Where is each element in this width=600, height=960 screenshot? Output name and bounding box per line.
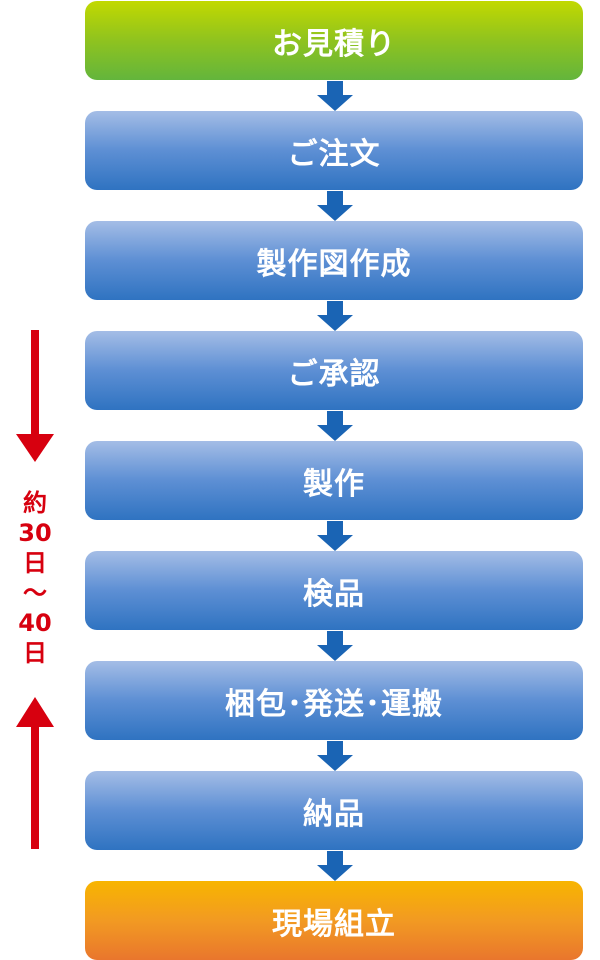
arrow-down-icon [317, 521, 353, 551]
step-production: 製作 [85, 441, 583, 520]
arrow-down-icon [317, 81, 353, 111]
arrow-up-icon [16, 697, 54, 849]
arrow-down-icon [317, 411, 353, 441]
arrow-down-icon [317, 631, 353, 661]
duration-line: 日 [23, 639, 47, 667]
step-approval: ご承認 [85, 331, 583, 410]
step-order: ご注文 [85, 111, 583, 190]
arrow-down-icon [317, 851, 353, 881]
duration-line: 日 [23, 549, 47, 577]
duration-line: 約 [23, 489, 47, 517]
step-estimate: お見積り [85, 1, 583, 80]
duration-line: 〜 [23, 579, 47, 607]
duration-label: 約 30 日 〜 40 日 [0, 488, 70, 668]
step-inspection: 検品 [85, 551, 583, 630]
arrow-down-icon [317, 301, 353, 331]
step-assembly: 現場組立 [85, 881, 583, 960]
arrow-down-icon [317, 741, 353, 771]
arrow-down-icon [317, 191, 353, 221]
duration-line: 40 [18, 609, 52, 637]
step-drawing: 製作図作成 [85, 221, 583, 300]
step-delivery: 納品 [85, 771, 583, 850]
step-packing: 梱包･発送･運搬 [85, 661, 583, 740]
arrow-down-icon [16, 330, 54, 462]
duration-line: 30 [18, 519, 52, 547]
